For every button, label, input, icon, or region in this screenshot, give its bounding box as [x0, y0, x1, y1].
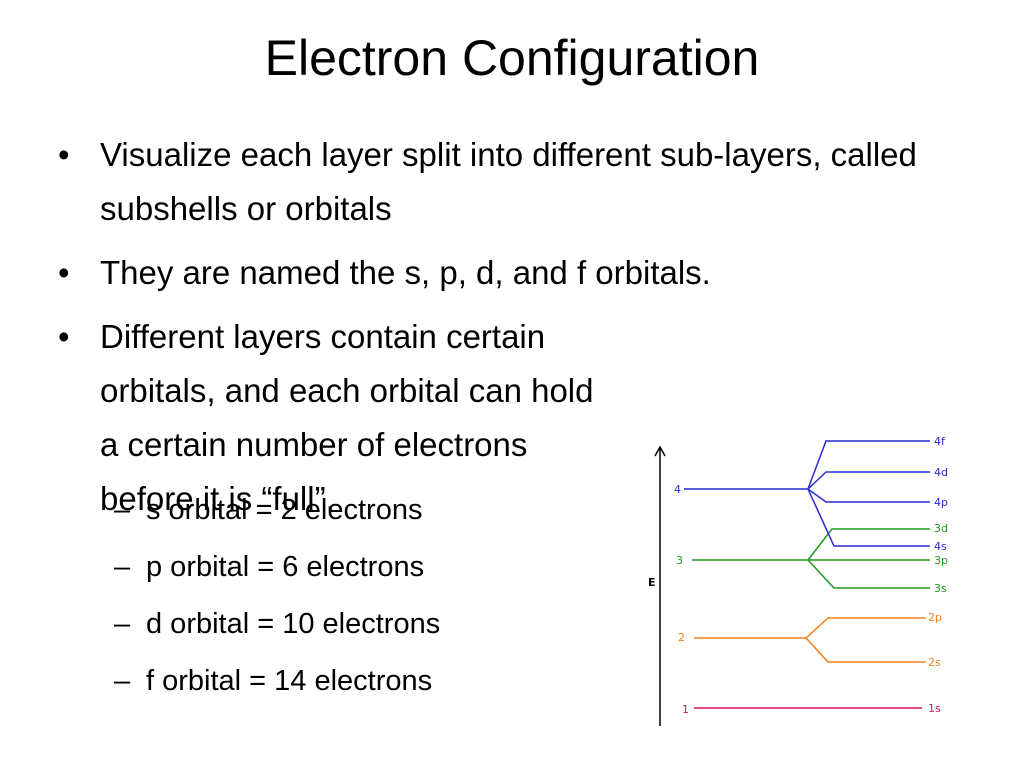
split-2p: [805, 617, 926, 639]
sub-bullet-text: s orbital = 2 electrons: [146, 494, 423, 526]
sub-bullet-item: – d orbital = 10 electrons: [56, 596, 616, 653]
bullet-item: • Different layers contain certain orbit…: [56, 310, 936, 526]
sub-bullet-list: – s orbital = 2 electrons – p orbital = …: [56, 482, 616, 710]
split-4f: [807, 440, 930, 490]
level-label-4: 4: [674, 483, 681, 496]
level-label-3: 3: [676, 554, 683, 567]
orbital-label-1s: 1s: [928, 702, 941, 715]
bullet-dot-icon: •: [58, 136, 70, 173]
dash-icon: –: [114, 551, 131, 583]
bullet-text: Different layers contain certain orbital…: [100, 318, 594, 517]
axis-arrow-icon: [654, 445, 666, 457]
bullet-dot-icon: •: [58, 254, 70, 291]
orbital-label-4p: 4p: [934, 496, 948, 509]
orbital-label-3p: 3p: [934, 554, 948, 567]
dash-icon: –: [114, 665, 131, 697]
orbital-label-2s: 2s: [928, 656, 941, 669]
orbital-label-3s: 3s: [934, 582, 947, 595]
orbital-label-4f: 4f: [934, 436, 946, 448]
bullet-text: They are named the s, p, d, and f orbita…: [100, 254, 711, 291]
axis-label: E: [648, 576, 656, 589]
slide-title: Electron Configuration: [264, 30, 760, 86]
split-3s: [807, 559, 930, 589]
dash-icon: –: [114, 494, 131, 526]
sub-bullet-text: f orbital = 14 electrons: [146, 665, 433, 697]
dash-icon: –: [114, 608, 131, 640]
sub-bullet-text: p orbital = 6 electrons: [146, 551, 425, 583]
bullet-item: • Visualize each layer split into differ…: [56, 128, 930, 236]
sub-bullet-item: – p orbital = 6 electrons: [56, 539, 616, 596]
sub-bullet-item: – f orbital = 14 electrons: [56, 653, 616, 710]
split-4p: [807, 488, 930, 503]
split-4s: [807, 488, 930, 547]
orbital-label-4s: 4s: [934, 540, 947, 553]
orbital-label-2p: 2p: [928, 611, 942, 624]
bullet-list: • Visualize each layer split into differ…: [56, 128, 936, 536]
sub-bullet-item: – s orbital = 2 electrons: [56, 482, 616, 539]
bullet-item: • They are named the s, p, d, and f orbi…: [56, 246, 936, 300]
bullet-dot-icon: •: [58, 318, 70, 355]
energy-level-diagram: E 1 1s 2 2p 2s 3 3d 3p 3s 4 4f 4d 4p 4s: [648, 436, 948, 726]
level-label-1: 1: [682, 703, 689, 716]
level-label-2: 2: [678, 631, 685, 644]
orbital-label-3d: 3d: [934, 522, 948, 535]
sub-bullet-text: d orbital = 10 electrons: [146, 608, 441, 640]
bullet-text: Visualize each layer split into differen…: [100, 136, 917, 227]
split-2s: [805, 637, 926, 663]
orbital-label-4d: 4d: [934, 466, 948, 479]
split-4d: [807, 471, 930, 490]
split-3d: [807, 528, 930, 561]
